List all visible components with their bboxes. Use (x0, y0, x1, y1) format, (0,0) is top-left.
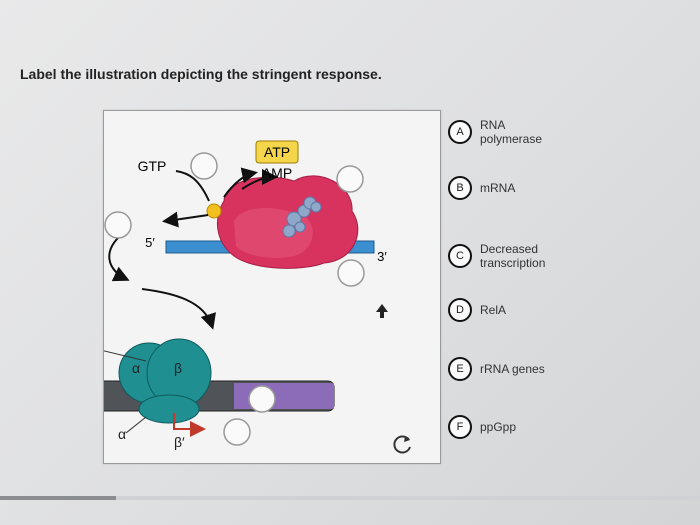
option-d-letter[interactable]: D (448, 298, 472, 322)
stringent-response-illustration: ATP AMP GTP 5′ 3′ α β α β′ (104, 140, 387, 450)
amp-label: AMP (262, 165, 292, 181)
beta-prime-label: β′ (174, 434, 185, 450)
ppgpp-molecule (206, 203, 222, 219)
mouse-cursor-icon (376, 304, 388, 318)
illustration-frame: ATP AMP GTP 5′ 3′ α β α β′ (103, 110, 441, 464)
rela-protein (282, 196, 322, 238)
option-e[interactable]: E rRNA genes (448, 357, 545, 381)
option-e-letter[interactable]: E (448, 357, 472, 381)
progress-fill (0, 496, 116, 500)
drop-target-3[interactable] (336, 165, 364, 193)
three-prime-label: 3′ (377, 249, 387, 264)
drop-target-4[interactable] (337, 259, 365, 287)
option-a-letter[interactable]: A (448, 120, 472, 144)
question-text: Label the illustration depicting the str… (20, 66, 382, 82)
option-b-letter[interactable]: B (448, 176, 472, 200)
atp-box (255, 140, 299, 164)
option-a[interactable]: A RNA polymerase (448, 118, 570, 146)
transcription-start-arrow (173, 413, 206, 437)
option-a-label: RNA polymerase (480, 118, 543, 146)
leader-line-2 (125, 416, 147, 434)
progress-bar (0, 496, 700, 500)
beta-label: β (174, 360, 182, 376)
option-c-label: Decreased transcription (480, 242, 546, 270)
option-c-letter[interactable]: C (448, 244, 472, 268)
alpha-bottom-label: α (118, 426, 126, 442)
rna-polymerase-shape (118, 338, 212, 424)
option-e-label: rRNA genes (480, 362, 545, 376)
option-f[interactable]: F ppGpp (448, 415, 516, 439)
alpha-top-label: α (132, 360, 140, 376)
reset-icon[interactable] (391, 432, 415, 456)
option-b-label: mRNA (480, 181, 516, 195)
drop-target-2[interactable] (104, 211, 132, 239)
option-c[interactable]: C Decreased transcription (448, 242, 570, 270)
atp-label: ATP (264, 144, 290, 160)
drop-target-1[interactable] (190, 152, 218, 180)
gtp-arrow (175, 170, 210, 202)
drop-target-7[interactable] (223, 418, 251, 446)
option-b[interactable]: B mRNA (448, 176, 515, 200)
drop-target-6[interactable] (248, 385, 276, 413)
option-f-label: ppGpp (480, 420, 517, 434)
amp-arrow (241, 169, 278, 190)
leader-line-1 (104, 350, 147, 362)
gtp-label: GTP (138, 158, 167, 174)
option-d[interactable]: D RelA (448, 298, 506, 322)
five-prime-label: 5′ (145, 235, 155, 250)
ppgpp-out-arrow (162, 211, 209, 228)
atp-arrow (223, 167, 258, 198)
option-d-label: RelA (480, 303, 507, 317)
option-f-letter[interactable]: F (448, 415, 472, 439)
to-polymerase-arrow (141, 288, 216, 330)
